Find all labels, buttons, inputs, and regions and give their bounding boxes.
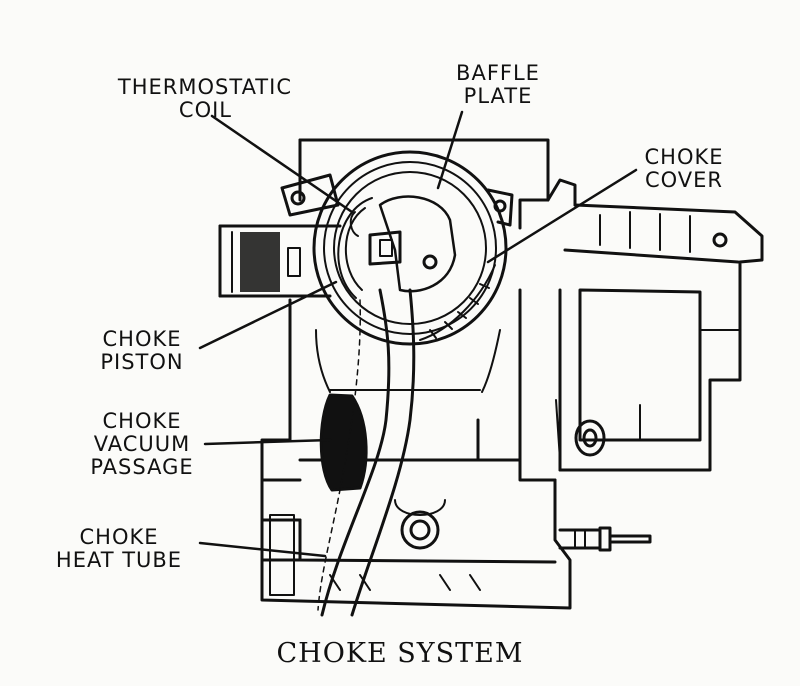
choke-heat-tube-label: CHOKE HEAT TUBE: [40, 526, 198, 572]
thermostatic-coil-label: THERMOSTATIC COIL: [92, 76, 292, 122]
choke-cover-label: CHOKE COVER: [628, 146, 740, 192]
choke-cover-label-line1: CHOKE: [644, 145, 724, 169]
choke-piston-label: CHOKE PISTON: [86, 328, 198, 374]
choke-piston-tube: [218, 224, 342, 298]
choke-gear: [419, 264, 496, 341]
choke-vacuum-passage-label-line1: CHOKE: [102, 409, 182, 433]
leader-lines: [198, 110, 638, 558]
choke-heat-tube: [317, 288, 416, 617]
choke-heat-tube-label-line2: HEAT TUBE: [55, 548, 183, 572]
choke-vacuum-passage-label-line2: VACUUM: [93, 432, 191, 456]
thermostatic-coil-label-line2: COIL: [178, 98, 232, 122]
diagram-caption: CHOKE SYSTEM: [276, 638, 524, 669]
choke-vacuum-passage-label-line3: PASSAGE: [90, 455, 194, 479]
baffle-plate-label-line1: BAFFLE: [456, 61, 540, 85]
choke-piston-label-line2: PISTON: [100, 350, 184, 374]
base-flange: [260, 478, 572, 610]
air-horn: [298, 138, 577, 230]
choke-vacuum-passage-label: CHOKE VACUUM PASSAGE: [80, 410, 204, 479]
choke-cover-label-line2: COVER: [644, 168, 724, 192]
adjusting-screw: [558, 526, 652, 552]
choke-housing: [280, 150, 514, 346]
choke-piston-label-line1: CHOKE: [102, 327, 182, 351]
vacuum-passage: [319, 393, 368, 492]
baffle-plate-label: BAFFLE PLATE: [436, 62, 560, 108]
choke-heat-tube-label-line1: CHOKE: [79, 525, 159, 549]
baffle-plate: [368, 195, 457, 293]
float-bowl: [555, 203, 764, 472]
thermostatic-coil: [337, 197, 373, 299]
thermostatic-coil-label-line1: THERMOSTATIC: [117, 75, 292, 99]
baffle-plate-label-line2: PLATE: [463, 84, 533, 108]
